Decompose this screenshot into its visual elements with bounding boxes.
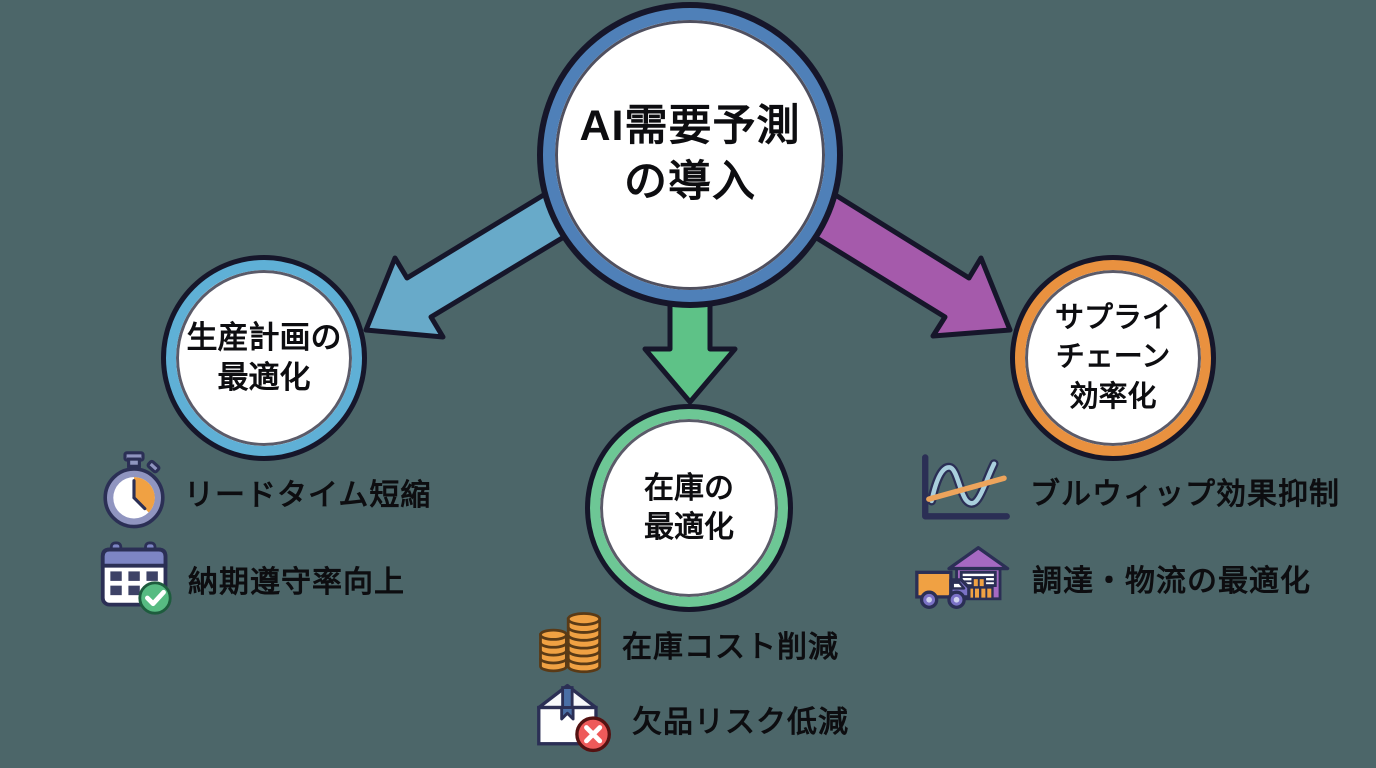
branch-node-supply-chain: サプライ チェーン 効率化 <box>1015 260 1211 456</box>
calendar-check-icon <box>100 541 172 615</box>
branch-supply-chain-label: サプライ チェーン 効率化 <box>1055 299 1171 416</box>
branch-supply-chain-line2: チェーン <box>1055 341 1171 374</box>
branch-production-line1: 生産計画の <box>186 319 342 355</box>
branch-inventory-line2: 最適化 <box>644 511 734 544</box>
item-label-inventory-cost: 在庫コスト削減 <box>622 631 839 664</box>
branch-supply-chain-line1: サプライ <box>1054 302 1171 335</box>
branch-production-label: 生産計画の 最適化 <box>187 318 342 399</box>
root-title-line1: AI需要予測 <box>579 102 801 151</box>
arrow-to-inventory-icon <box>642 287 738 405</box>
root-title: AI需要予測 の導入 <box>580 99 801 211</box>
root-title-line2: の導入 <box>624 158 756 206</box>
item-label-on-time-delivery: 納期遵守率向上 <box>188 566 405 599</box>
list-item-inventory-cost: 在庫コスト削減 <box>534 607 839 681</box>
list-item-lead-time: リードタイム短縮 <box>98 451 431 532</box>
item-label-bullwhip: ブルウィップ効果抑制 <box>1030 477 1340 511</box>
branch-inventory-line1: 在庫の <box>644 472 734 505</box>
truck-warehouse-icon <box>915 546 1010 609</box>
branch-node-inventory: 在庫の 最適化 <box>590 409 788 607</box>
item-label-stockout-risk: 欠品リスク低減 <box>632 705 849 739</box>
demand-wave-chart-icon <box>922 454 1010 520</box>
branch-production-line2: 最適化 <box>217 360 311 395</box>
branch-node-production: 生産計画の 最適化 <box>166 260 362 456</box>
item-label-lead-time: リードタイム短縮 <box>184 478 432 512</box>
root-node: AI需要予測 の導入 <box>543 8 837 302</box>
list-item-procurement-logistics: 調達・物流の最適化 <box>914 540 1311 616</box>
list-item-bullwhip: ブルウィップ効果抑制 <box>916 452 1340 529</box>
list-item-stockout-risk: 欠品リスク低減 <box>532 678 849 759</box>
coin-stack-icon <box>539 612 602 674</box>
branch-inventory-label: 在庫の 最適化 <box>644 469 734 547</box>
item-label-procurement-logistics: 調達・物流の最適化 <box>1032 565 1311 598</box>
stopwatch-icon <box>103 451 165 529</box>
list-item-on-time-delivery: 納期遵守率向上 <box>98 541 405 617</box>
branch-supply-chain-line3: 効率化 <box>1069 380 1157 413</box>
box-stockout-icon <box>537 683 611 753</box>
